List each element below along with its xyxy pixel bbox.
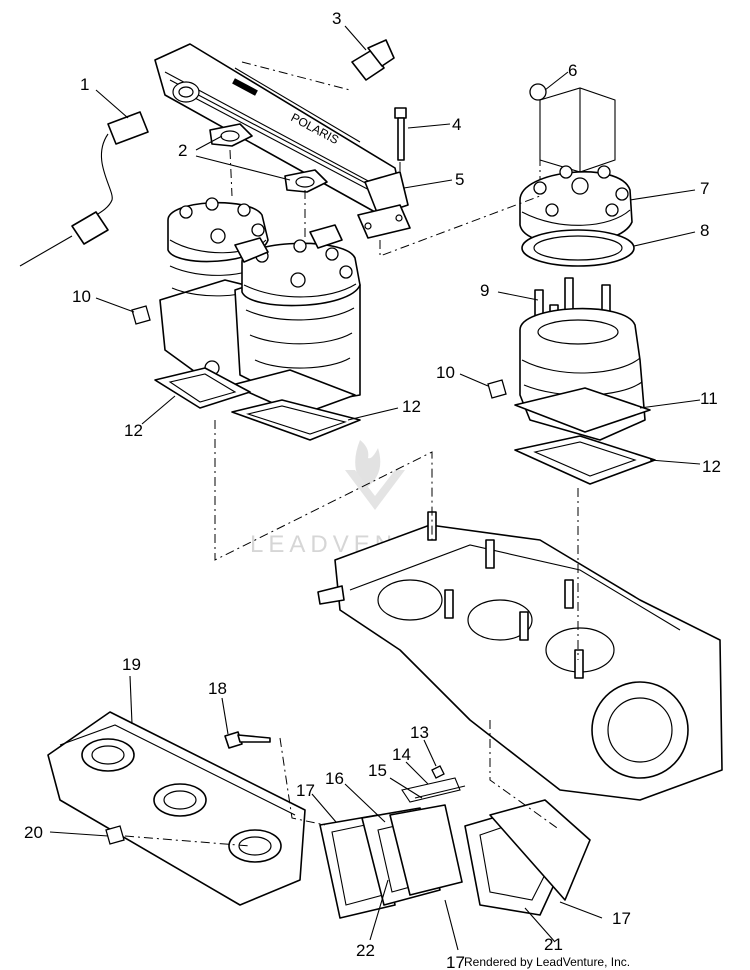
callout-2: 2 (178, 141, 187, 160)
callout-14: 14 (392, 745, 411, 764)
right-base-gasket (514, 435, 656, 485)
temperature-fitting (351, 39, 395, 81)
callout-20: 20 (24, 823, 43, 842)
callout-9: 9 (480, 281, 489, 300)
callout-17-a: 17 (296, 781, 315, 800)
crankcase (317, 511, 723, 801)
callout-1: 1 (80, 75, 89, 94)
callout-4: 4 (452, 115, 461, 134)
intake-manifold (47, 711, 306, 906)
temperature-sensor (19, 111, 149, 267)
callout-22: 22 (356, 941, 375, 960)
right-cylinder-head (519, 83, 635, 267)
credit-text: Rendered by LeadVenture, Inc. (464, 955, 630, 969)
callout-18: 18 (208, 679, 227, 698)
callout-21: 21 (544, 935, 563, 954)
leader-lines (49, 25, 701, 951)
reed-valves (319, 765, 591, 919)
callout-11: 11 (700, 389, 718, 408)
left-base-gaskets (154, 367, 361, 441)
manifold-bolt (394, 107, 407, 161)
callout-16: 16 (325, 769, 344, 788)
callout-5: 5 (455, 170, 464, 189)
callout-13: 13 (410, 723, 429, 742)
intake-nut (105, 825, 125, 845)
nut-right (487, 379, 507, 399)
callout-6: 6 (568, 61, 577, 80)
manifold-gaskets (209, 123, 328, 193)
callout-7: 7 (700, 179, 709, 198)
callout-labels: 1 2 3 4 5 6 7 8 9 10 10 11 12 12 12 13 1… (24, 9, 721, 970)
callout-12-c: 12 (702, 457, 721, 476)
callout-12-b: 12 (402, 397, 421, 416)
right-cylinder (514, 277, 651, 441)
callout-15: 15 (368, 761, 387, 780)
left-cylinder-pair (159, 197, 361, 416)
callout-12-a: 12 (124, 421, 143, 440)
intake-bolt (224, 731, 271, 749)
callout-8: 8 (700, 221, 709, 240)
callout-3: 3 (332, 9, 341, 28)
assembly-lines (124, 61, 579, 847)
callout-19: 19 (122, 655, 141, 674)
callout-17-c: 17 (446, 953, 465, 970)
nut-left (131, 305, 151, 325)
callout-10-right: 10 (436, 363, 455, 382)
callout-17-b: 17 (612, 909, 631, 928)
callout-10-left: 10 (72, 287, 91, 306)
